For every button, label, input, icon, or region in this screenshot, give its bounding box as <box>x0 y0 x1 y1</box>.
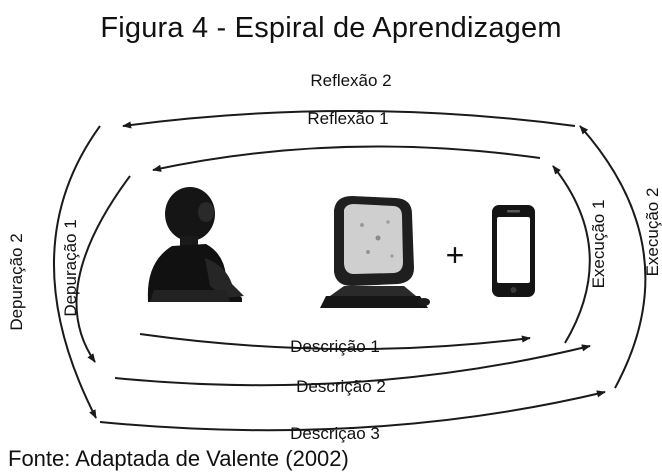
computer-icon <box>320 196 430 308</box>
label-descricao-3: Descrição 3 <box>290 424 380 443</box>
figure-title: Figura 4 - Espiral de Aprendizagem <box>100 12 562 44</box>
arrow-depuracao-1 <box>75 175 131 363</box>
label-execucao-2: Execução 2 <box>643 188 662 277</box>
label-execucao-1: Execução 1 <box>589 200 608 289</box>
arrow-execucao-2 <box>579 125 647 389</box>
person-at-computer-icon <box>147 187 244 302</box>
label-descricao-2: Descrição 2 <box>296 377 386 396</box>
label-reflexao-1: Reflexão 1 <box>307 109 388 128</box>
label-reflexao-2: Reflexão 2 <box>310 71 391 90</box>
arrow-execucao-1 <box>552 165 591 344</box>
label-descricao-1: Descrição 1 <box>290 337 380 356</box>
arrow-descricao-2 <box>114 344 591 387</box>
arrow-descricao-3 <box>99 390 606 432</box>
arrow-descricao-1 <box>139 333 531 351</box>
arrow-depuracao-2 <box>53 125 101 419</box>
arrow-reflexao-2 <box>122 110 576 129</box>
arrow-reflexao-1 <box>152 145 541 172</box>
smartphone-icon <box>492 205 535 297</box>
plus-sign: + <box>446 237 465 273</box>
label-depuracao-1: Depuração 1 <box>61 219 80 316</box>
label-depuracao-2: Depuração 2 <box>7 233 26 330</box>
figure-source: Fonte: Adaptada de Valente (2002) <box>8 446 349 471</box>
